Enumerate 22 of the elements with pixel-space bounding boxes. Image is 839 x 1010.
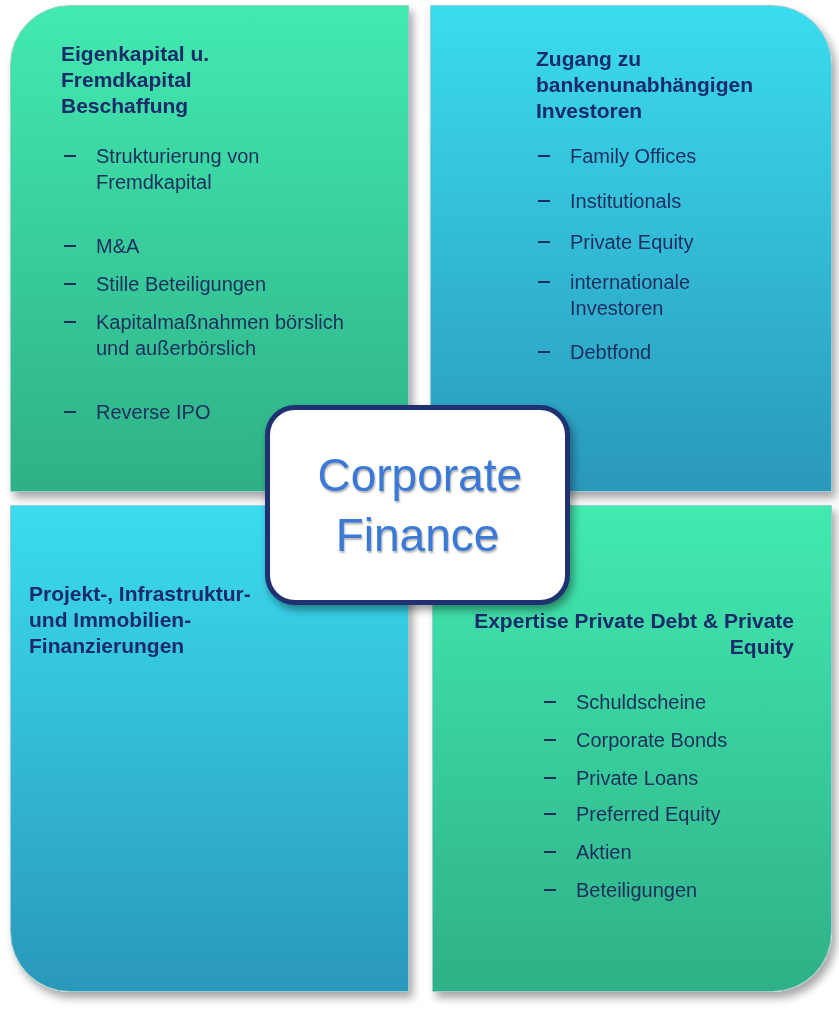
- list-item: Kapitalmaßnahmen börslich und außerbörslich: [96, 310, 345, 361]
- section-heading: Eigenkapital u. Fremdkapital Beschaffung: [61, 41, 211, 119]
- list-item: Preferred Equity: [576, 802, 722, 827]
- list-item: Schuldscheine: [576, 690, 708, 715]
- list-item: Institutionals: [570, 189, 683, 214]
- list-item: Aktien: [576, 840, 633, 865]
- list-item: Reverse IPO: [96, 400, 212, 425]
- section-heading: Expertise Private Debt & Private Equity: [473, 608, 794, 660]
- list-item: Corporate Bonds: [576, 728, 729, 753]
- list-item: Private Loans: [576, 766, 700, 791]
- list-item: Strukturierung von Fremdkapital: [96, 144, 261, 195]
- list-item: Stille Beteiligungen: [96, 272, 268, 297]
- center-box: [265, 405, 570, 605]
- list-item: Family Offices: [570, 144, 698, 169]
- section-heading: Projekt-, Infrastruktur- und Immobilien-Finanzierungen: [29, 581, 252, 659]
- list-item: Beteiligungen: [576, 878, 699, 903]
- list-item: M&A: [96, 234, 141, 259]
- section-heading: Zugang zu bankenunabhängigen Investoren: [536, 46, 754, 124]
- list-item: Debtfond: [570, 340, 653, 365]
- list-item: Private Equity: [570, 230, 695, 255]
- center-title: Corporate Finance: [317, 448, 518, 563]
- list-item: internationale Investoren: [570, 270, 692, 321]
